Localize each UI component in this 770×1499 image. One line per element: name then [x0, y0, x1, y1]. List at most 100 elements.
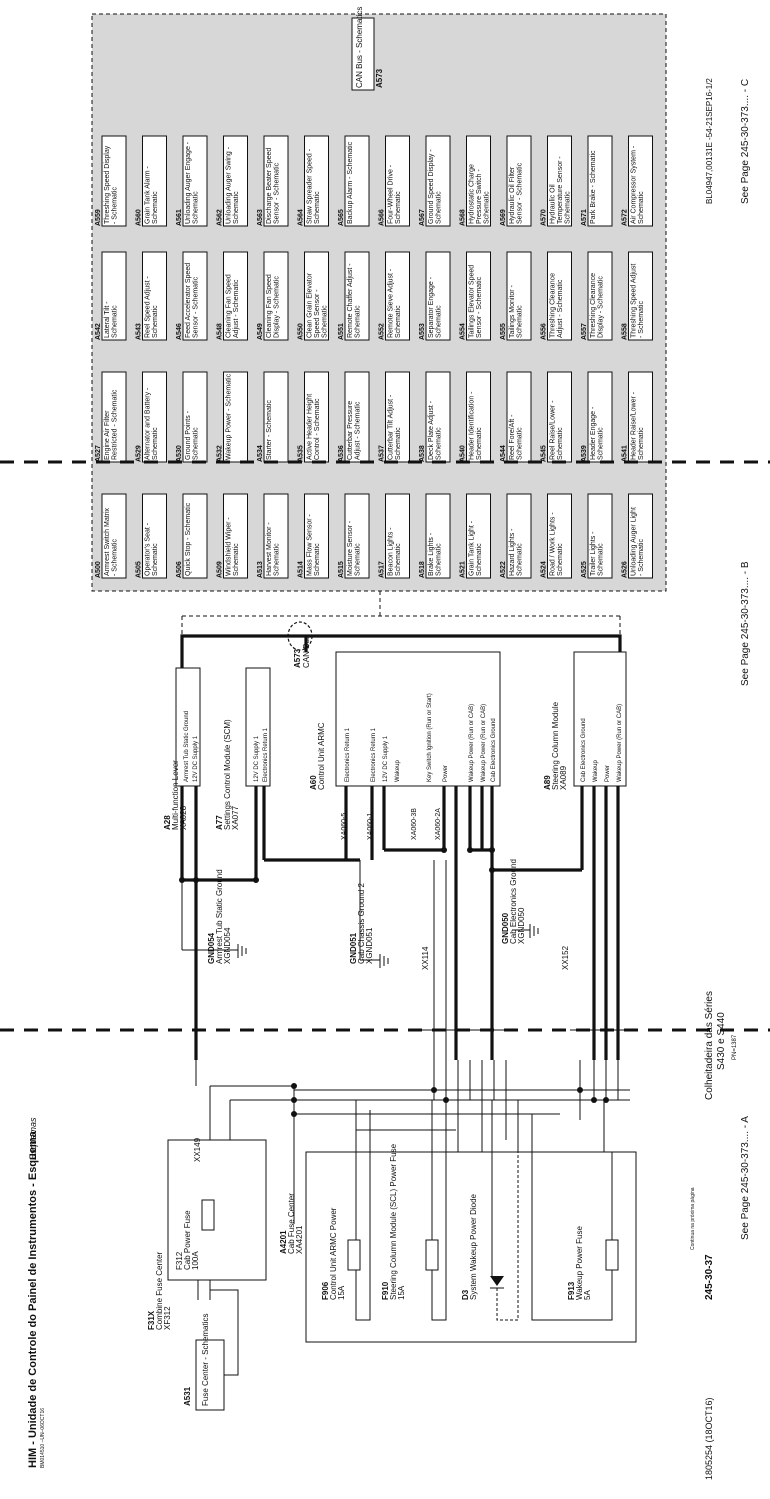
schematic-ref-box	[142, 493, 167, 579]
schematic-ref-text: Display - Schematic	[598, 276, 605, 338]
schematic-ref-box	[547, 493, 572, 579]
schematic-ref-code: A571	[581, 209, 588, 226]
schematic-ref-code: A552	[379, 323, 386, 340]
schematic-ref-text: Cleaning Fan Speed	[266, 274, 273, 338]
schematic-ref-text: Windshield Wiper -	[226, 517, 233, 576]
schematic-ref-text: Schematic	[484, 191, 491, 224]
schematic-ref-text: Unloading Auger Swing -	[226, 146, 233, 224]
a89-pin-label: Wakeup	[593, 760, 599, 782]
f906-rating: 15A	[337, 1285, 346, 1300]
schematic-ref-text: Schematic	[152, 305, 159, 338]
a89-pin-label: Power	[605, 765, 611, 782]
schematic-ref-box	[182, 135, 208, 227]
can-bus-code: A573	[293, 648, 302, 668]
xa060-3b-label: XA060-3B	[411, 808, 418, 840]
schematic-ref-code: A556	[541, 323, 548, 340]
ground-symbols	[237, 924, 539, 968]
schematic-ref-box	[547, 135, 572, 227]
schematic-ref-text: Harvest Monitor -	[266, 522, 273, 576]
schematic-ref-box	[101, 135, 127, 227]
f31x-name: Combine Fuse Center	[155, 1251, 164, 1330]
schematic-ref-box	[263, 493, 289, 579]
xx149-label: XX149	[193, 1137, 202, 1162]
schematic-ref-box	[506, 251, 532, 341]
schematic-ref-text: Armrest Switch Matrix	[104, 507, 111, 576]
a89-conn: XA089	[559, 765, 568, 790]
f910-fuse	[425, 1239, 439, 1271]
schematic-ref-box	[587, 251, 613, 341]
schematic-ref-text: Schematic	[233, 543, 240, 576]
schematic-ref-box	[466, 135, 491, 227]
schematic-ref-box	[223, 371, 248, 463]
schematic-ref-box	[101, 493, 127, 579]
schematic-ref-text: Beacon Lights -	[388, 527, 395, 576]
f913-fuse	[605, 1239, 619, 1271]
schematic-ref-text: Cleaning Fan Speed	[226, 274, 233, 338]
schematic-ref-text: Lateral Tilt -	[104, 301, 111, 338]
schematic-ref-text: Schematic	[565, 191, 572, 224]
a28-multi-function-lever	[175, 667, 201, 787]
schematic-ref-code: A551	[338, 323, 345, 340]
gnd051-name: Cab Chassis Ground 2	[357, 883, 366, 964]
schematic-ref-text: Schematic	[314, 191, 321, 224]
schematic-ref-text: Road / Work Lights -	[550, 512, 557, 576]
schematic-ref-box	[587, 493, 613, 579]
header-code: BM014510 –UN–06OCT16	[40, 1408, 46, 1468]
schematic-ref-code: A569	[500, 209, 507, 226]
schematic-ref-box	[344, 371, 370, 463]
a89-name: Steering Column Module	[551, 701, 560, 790]
schematic-ref-text: Straw Spreader Speed -	[307, 148, 314, 224]
a4201-conn: XA4201	[295, 1225, 304, 1254]
a60-pin-label: Cab Electronics Ground	[491, 718, 497, 782]
schematic-ref-text: Hydrostatic Charge	[469, 164, 476, 224]
schematic-ref-text: Schematic	[395, 427, 402, 460]
schematic-ref-text: Mass Flow Sensor -	[307, 513, 314, 576]
wiring	[180, 786, 630, 1300]
d3-name: System Wakeup Power Diode	[469, 1193, 478, 1300]
schematic-ref-code: A560	[136, 209, 143, 226]
schematic-ref-code: A546	[176, 323, 183, 340]
schematic-ref-text: Schematic	[517, 427, 524, 460]
schematic-ref-box	[263, 135, 289, 227]
schematic-ref-text: Ground Points -	[185, 410, 192, 460]
schematic-ref-code: A549	[257, 323, 264, 340]
schematic-ref-code: A517	[379, 561, 386, 578]
schematic-ref-text: Separator Engage -	[428, 276, 435, 338]
schematic-ref-text: Schematic	[193, 191, 200, 224]
xx152-label: XX152	[561, 945, 570, 970]
schematic-ref-text: Wakeup Power - Schematic	[226, 373, 233, 460]
xa060-2a-label: XA060-2A	[435, 808, 442, 840]
schematic-ref-text: Schematic	[395, 191, 402, 224]
schematic-ref-code: A545	[541, 445, 548, 462]
schematic-ref-text: Schematic	[557, 427, 564, 460]
junction-dots	[179, 847, 609, 1117]
schematic-ref-text: Reel Fore/Aft -	[509, 414, 516, 460]
schematic-ref-code: A562	[217, 209, 224, 226]
schematic-ref-text: Engine Air Filter	[104, 410, 111, 460]
a77-pin-2: Electronics Return 1	[263, 727, 269, 782]
schematic-ref-code: A524	[541, 561, 548, 578]
schematic-ref-text: Threshing Clearance	[590, 273, 597, 338]
a531-fuse-center-schematics	[195, 1339, 225, 1411]
schematic-ref-code: A543	[136, 323, 143, 340]
gnd050-conn: XGND050	[517, 907, 526, 944]
schematic-ref-text: Adjust - Schematic	[355, 401, 362, 460]
schematic-ref-text: Schematic	[436, 191, 443, 224]
f913-code: F913	[567, 1281, 576, 1300]
a60-control-unit-armc	[335, 651, 501, 787]
schematic-ref-text: Control - Schematic	[314, 398, 321, 460]
